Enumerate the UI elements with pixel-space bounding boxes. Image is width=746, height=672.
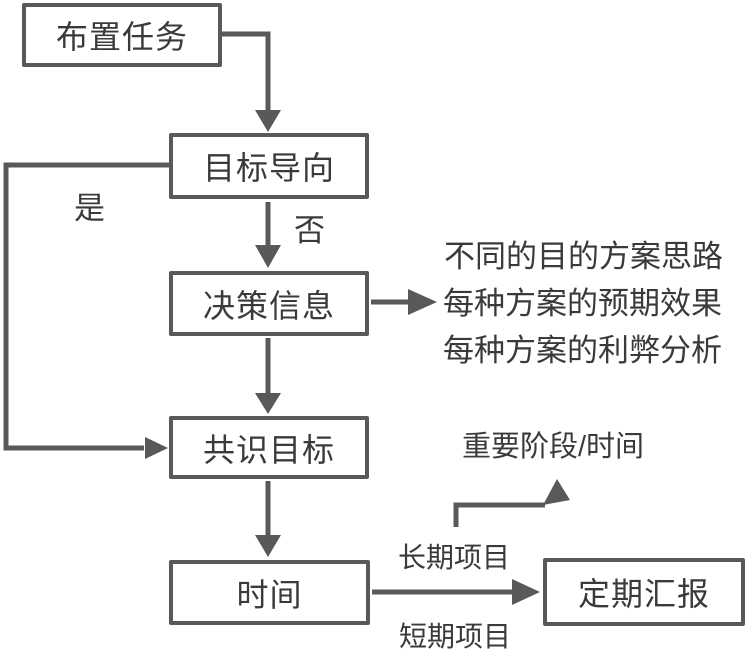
long-term-label: 长期项目	[398, 542, 511, 573]
flow-node-label: 布置任务	[55, 19, 188, 55]
flow-node-time: 时间	[169, 560, 370, 625]
flow-node-regular-report: 定期汇报	[543, 558, 745, 626]
flow-node-label: 定期汇报	[577, 576, 710, 612]
flow-node-assign-task: 布置任务	[22, 3, 222, 67]
arrow-decision-to-notes	[371, 289, 437, 315]
arrow-time-to-milestone	[453, 479, 570, 527]
edge-label-yes: 是	[74, 191, 105, 226]
decision-note-2: 每种方案的预期效果	[443, 286, 722, 321]
arrow-consensus-to-time	[255, 481, 281, 557]
flow-node-decision-info: 决策信息	[169, 271, 369, 336]
decision-note-1: 不同的目的方案思路	[444, 239, 723, 274]
flow-node-label: 目标导向	[202, 150, 335, 186]
arrow-decision-to-consensus	[255, 338, 281, 414]
flow-node-label: 决策信息	[202, 287, 335, 324]
flow-node-consensus-goal: 共识目标	[169, 416, 369, 479]
flow-node-label: 共识目标	[202, 431, 335, 468]
decision-note-3: 每种方案的利弊分析	[443, 333, 722, 368]
flow-node-goal-oriented: 目标导向	[169, 133, 369, 199]
milestone-label: 重要阶段/时间	[462, 431, 645, 463]
arrow-goal-no-to-decision	[255, 202, 281, 268]
flow-node-label: 时间	[236, 576, 303, 613]
arrow-assign-to-goal	[222, 31, 281, 132]
short-term-label: 短期项目	[399, 621, 512, 652]
arrow-goal-yes-to-consensus	[3, 162, 169, 459]
arrow-time-to-report	[372, 579, 540, 605]
edge-label-no: 否	[294, 213, 325, 248]
